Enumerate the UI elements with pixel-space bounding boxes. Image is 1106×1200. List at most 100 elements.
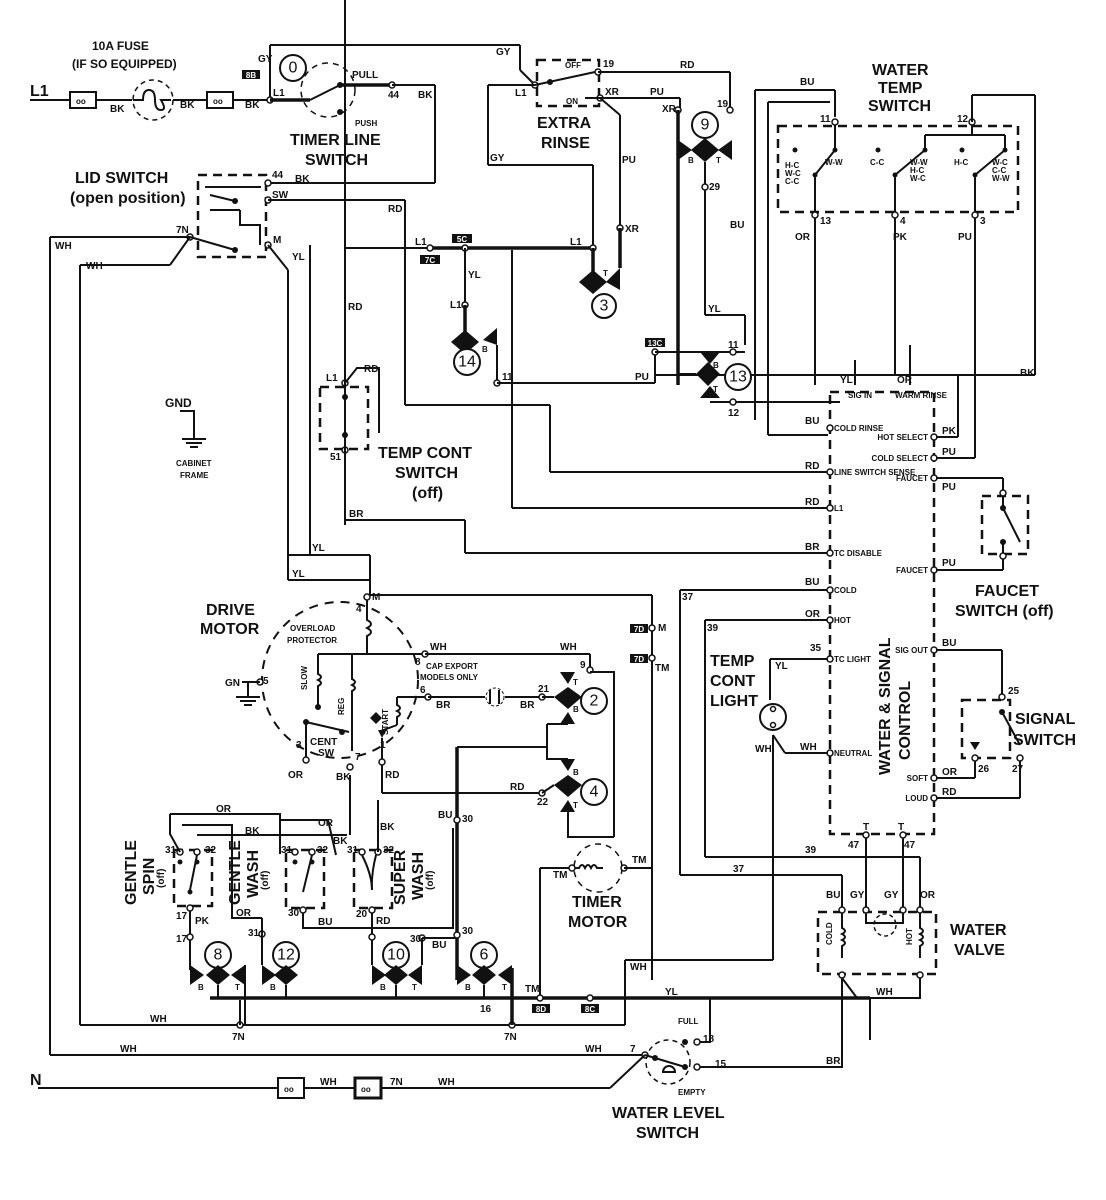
control-pin-label: COLD SELECT bbox=[872, 454, 929, 463]
label: BU bbox=[942, 638, 956, 649]
pressure-bell-icon bbox=[661, 1065, 677, 1073]
label: BU bbox=[438, 810, 452, 821]
label: SWITCH (off) bbox=[955, 603, 1054, 620]
gentle-wash-switch: GENTLE WASH (off) OR 31 32 BK OR 30 BU 3… bbox=[227, 818, 454, 965]
label: SPIN bbox=[141, 858, 158, 895]
cam-contact bbox=[231, 965, 245, 985]
fuse-note: (IF SO EQUIPPED) bbox=[72, 57, 177, 71]
cam-contact bbox=[560, 759, 575, 771]
control-pin bbox=[826, 424, 834, 432]
wire bbox=[609, 1054, 646, 1089]
wire bbox=[590, 671, 615, 837]
water-valve: BU GY GY OR COLD HOT WH WATER VALVE bbox=[816, 890, 1007, 1068]
fuse-title: 10A FUSE bbox=[92, 39, 149, 53]
cam-contact bbox=[498, 965, 512, 985]
control-pin-label: LOUD bbox=[905, 794, 928, 803]
label: T bbox=[573, 801, 578, 810]
label: FRAME bbox=[180, 471, 209, 480]
label: TEMP bbox=[878, 80, 923, 97]
label: FAUCET bbox=[975, 583, 1039, 600]
label: RD bbox=[510, 782, 524, 793]
terminal bbox=[309, 859, 315, 865]
terminal bbox=[693, 1063, 701, 1071]
cam-contact bbox=[560, 800, 575, 812]
label: L1 bbox=[326, 373, 338, 384]
label: CONT bbox=[710, 673, 756, 690]
label: T bbox=[412, 983, 417, 992]
label: oo bbox=[76, 97, 86, 106]
terminal bbox=[580, 687, 608, 715]
label: T bbox=[603, 269, 608, 278]
component-outline bbox=[532, 1004, 550, 1013]
label: GY bbox=[884, 890, 899, 901]
label: WATER bbox=[872, 62, 929, 79]
terminal bbox=[916, 971, 924, 979]
label: SWITCH bbox=[1013, 732, 1076, 749]
label: 30 bbox=[288, 908, 300, 919]
label: 22 bbox=[537, 797, 549, 808]
terminal bbox=[998, 693, 1006, 701]
label: T bbox=[235, 983, 240, 992]
wire bbox=[315, 654, 322, 706]
label: SLOW bbox=[300, 666, 309, 690]
cam-contact bbox=[718, 140, 732, 160]
neutral-supply: N oo WH oo 7N WH bbox=[30, 1072, 610, 1100]
label: 30 bbox=[462, 926, 474, 937]
label: L1 bbox=[515, 88, 527, 99]
label: DRIVE bbox=[206, 602, 255, 619]
label: oo bbox=[213, 97, 223, 106]
terminal bbox=[187, 889, 193, 895]
label: WATER & SIGNAL bbox=[877, 637, 894, 775]
label: OR bbox=[216, 804, 232, 815]
label: WH bbox=[320, 1077, 337, 1088]
wire bbox=[1002, 507, 1021, 543]
component-outline bbox=[630, 654, 648, 663]
wire bbox=[917, 913, 924, 958]
terminal bbox=[682, 1039, 688, 1045]
label: 51 bbox=[330, 452, 342, 463]
label: 6 bbox=[480, 947, 489, 964]
label: PULL bbox=[352, 70, 378, 81]
label: 29 bbox=[709, 182, 721, 193]
label: BK bbox=[380, 822, 395, 833]
label: WH bbox=[55, 241, 72, 252]
component-outline bbox=[960, 698, 1012, 760]
label: 5 bbox=[263, 676, 269, 687]
label: BK bbox=[295, 174, 310, 185]
label: YL bbox=[312, 543, 325, 554]
label: RD bbox=[385, 770, 399, 781]
wire bbox=[302, 828, 454, 929]
label: PU bbox=[650, 87, 664, 98]
terminal bbox=[922, 147, 928, 153]
label: TEMP bbox=[710, 653, 755, 670]
component-outline bbox=[452, 234, 472, 243]
label: 37 bbox=[733, 864, 745, 875]
control-pin-label: FAUCET bbox=[896, 566, 928, 575]
blue-30-bus: BU 30 30 BU 30 bbox=[410, 810, 474, 965]
label: COLD bbox=[825, 922, 834, 945]
label: C-C bbox=[870, 158, 884, 167]
control-pin-label: COLD bbox=[834, 586, 857, 595]
component-outline bbox=[776, 124, 1020, 214]
label: 11 bbox=[820, 114, 831, 125]
label: OR bbox=[897, 375, 913, 386]
label: B bbox=[465, 983, 471, 992]
label: YL bbox=[468, 270, 481, 281]
label: SUPER bbox=[392, 849, 409, 905]
label: WH bbox=[755, 744, 772, 755]
label: WH bbox=[800, 742, 817, 753]
wire bbox=[182, 824, 262, 919]
cam-contact bbox=[472, 965, 496, 985]
wire bbox=[169, 236, 191, 266]
label: 15 bbox=[715, 1059, 727, 1070]
label: OFF bbox=[565, 61, 581, 70]
label: GENTLE bbox=[123, 840, 140, 905]
label: B bbox=[573, 768, 579, 777]
component-outline bbox=[284, 848, 326, 910]
label: RD bbox=[805, 461, 819, 472]
terminal bbox=[1002, 147, 1008, 153]
terminal bbox=[811, 211, 819, 219]
label: TIMER LINE bbox=[290, 132, 381, 149]
